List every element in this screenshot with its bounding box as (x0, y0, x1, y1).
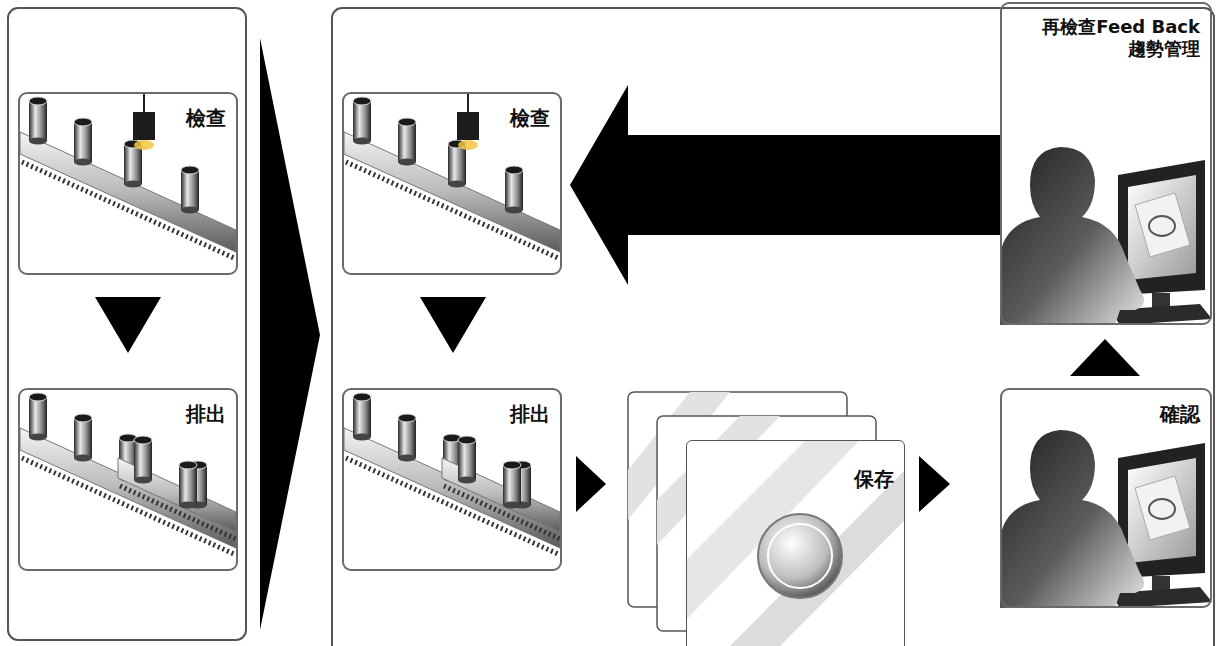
box-label: 檢查 (510, 106, 550, 130)
flow-arrow (95, 297, 161, 353)
operator-check (1000, 430, 1212, 608)
process-box: 再檢查Feed Back 趨勢管理 (1000, 2, 1212, 325)
feedback-arrow (570, 85, 1000, 285)
left-panel (8, 8, 246, 640)
transition-chevron (260, 38, 320, 630)
right-panel (332, 8, 1214, 646)
box-label: 保存 (854, 467, 894, 491)
box-label: 排出 (186, 402, 226, 426)
conveyor-eject (20, 393, 236, 554)
box-label: 檢查 (186, 106, 226, 130)
box-label: 確認 (1160, 402, 1200, 426)
flow-arrow (576, 456, 606, 512)
process-box: 檢查 (18, 92, 238, 275)
process-box: 檢查 (342, 92, 562, 275)
process-box: 排出 (342, 388, 562, 571)
conveyor-inspect (20, 92, 236, 258)
process-box: 保存 (686, 440, 905, 646)
process-box: 排出 (18, 388, 238, 571)
conveyor-eject (344, 393, 560, 554)
flow-arrow (420, 297, 486, 353)
flow-arrow (919, 456, 950, 512)
box-label: 排出 (510, 402, 550, 426)
operator-review (1000, 147, 1212, 325)
saved-images (628, 392, 905, 646)
box-label: 再檢查Feed Back 趨勢管理 (1032, 16, 1200, 59)
process-box: 確認 (1000, 388, 1212, 608)
conveyor-inspect (344, 92, 560, 258)
flow-arrow (1070, 339, 1140, 376)
